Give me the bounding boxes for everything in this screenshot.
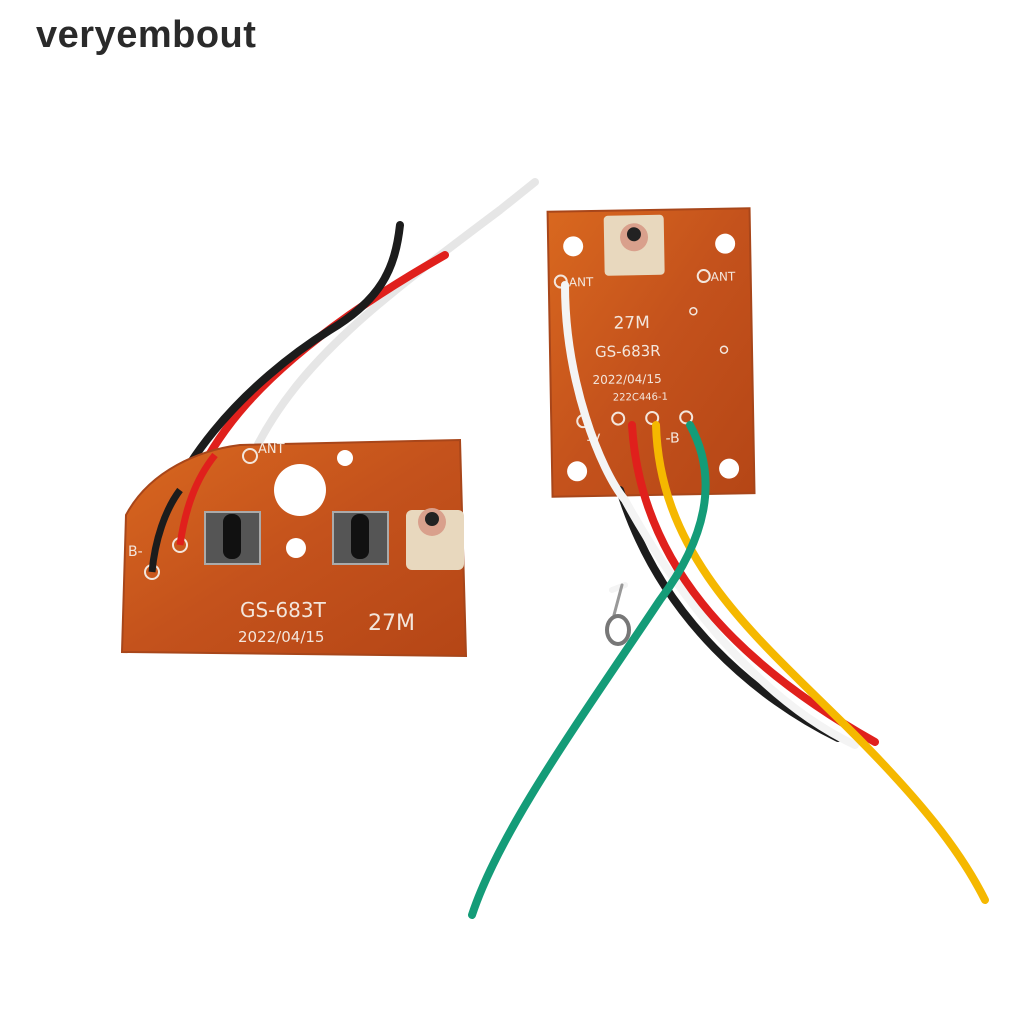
transmitter-board: ANT B- GS-683T 2022/04/15 27M	[120, 438, 468, 658]
push-button-1	[204, 511, 261, 565]
rx-code: 222C446-1	[613, 392, 668, 404]
tx-model: GS-683T	[240, 598, 327, 622]
ring-terminal	[605, 614, 631, 646]
rx-model: GS-683R	[595, 342, 661, 361]
push-button-2	[332, 511, 389, 565]
wire-green-rx	[468, 421, 710, 919]
wire-red-rx	[628, 421, 879, 746]
tx-freq: 27M	[368, 611, 415, 636]
wire-white-rx	[561, 281, 859, 749]
rx-freq: 27M	[613, 313, 650, 334]
rx-date: 2022/04/15	[592, 372, 661, 387]
rx-ant-right-label: ANT	[711, 269, 736, 283]
tx-date: 2022/04/15	[238, 628, 324, 646]
tx-ant-label: ANT	[258, 442, 285, 457]
tx-b-minus-label: B-	[128, 544, 143, 560]
receiver-wires	[468, 281, 989, 919]
tuning-coil-rx	[603, 214, 665, 276]
rx-ant-left-label: ANT	[569, 275, 594, 289]
receiver-board: ANT ANT 27M GS-683R 2022/04/15 222C446-1…	[546, 207, 756, 498]
rx-pin-b-label: -B	[665, 430, 679, 446]
wire-yellow-rx	[652, 421, 989, 904]
tuning-coil-tx	[406, 508, 464, 570]
wire-white-tx	[251, 178, 539, 454]
watermark-brand: veryembout	[36, 14, 257, 56]
